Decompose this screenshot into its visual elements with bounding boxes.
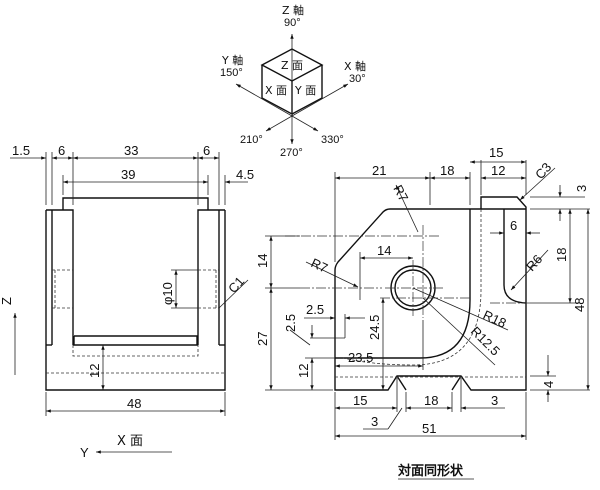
hidden-r18	[342, 209, 482, 366]
dim-14-horizontal: 14	[377, 243, 391, 258]
right-wall	[197, 209, 225, 345]
dim-3-bottom: 3	[491, 393, 498, 408]
dim-6-right: 6	[203, 143, 210, 158]
x-axis-arrow	[291, 83, 349, 117]
dim-phi10: φ10	[160, 282, 175, 305]
dim-r18: R18	[481, 307, 509, 331]
dim-12-top: 12	[491, 163, 505, 178]
dim-15-top: 15	[489, 145, 503, 160]
y-axis-label: Y 軸	[221, 53, 243, 67]
dim-27: 27	[255, 332, 270, 346]
view-face-label: X 面	[117, 434, 143, 449]
hidden-hole-left	[52, 269, 73, 309]
dim-1-5: 1.5	[12, 143, 30, 158]
left-body-outline	[45, 210, 226, 391]
dim-6-left: 6	[58, 143, 65, 158]
hidden-hole-right	[198, 269, 219, 309]
dim-24-5: 24.5	[367, 315, 382, 340]
right-view: 21 18 12 15 C3 3 R7 6 R6 18 48 4	[255, 145, 590, 480]
x-axis-label: X 軸	[344, 59, 366, 73]
dim-c1: C1	[225, 274, 247, 296]
dim-23-5: 23.5	[348, 350, 373, 365]
angle-210-arrow	[265, 115, 293, 132]
inner-floor	[73, 335, 198, 345]
dim-r7-top: R7	[390, 182, 411, 204]
angle-270-label: 270°	[280, 147, 303, 159]
dim-3: 3	[574, 185, 589, 192]
z-angle-label: 90°	[284, 17, 301, 29]
dim-6: 6	[510, 218, 517, 233]
y-angle-label: 150°	[220, 67, 243, 79]
dim-33: 33	[124, 143, 138, 158]
dim-4: 4	[541, 381, 556, 388]
pocket-outline	[335, 209, 471, 359]
slot-r6	[503, 209, 527, 304]
dim-48: 48	[127, 396, 141, 411]
left-wall	[46, 209, 74, 345]
dim-c3: C3	[532, 160, 554, 182]
z-axis-label: Z 軸	[282, 3, 304, 17]
cube-right-face	[291, 65, 323, 115]
dim-48-vertical: 48	[572, 298, 587, 312]
dim-r12-5: R12.5	[468, 324, 503, 359]
face-z-label: Z 面	[281, 59, 303, 72]
dim-4-5: 4.5	[236, 167, 254, 182]
dim-r7-left: R7	[309, 255, 330, 276]
x-angle-label: 30°	[349, 73, 366, 85]
dim-21: 21	[372, 163, 386, 178]
dim-39: 39	[121, 167, 135, 182]
z-direction-label: Z	[0, 297, 14, 305]
dim-2-5-horizontal: 2.5	[306, 302, 324, 317]
view-caption: 対面同形状	[397, 463, 464, 479]
dim-14-vertical: 14	[255, 254, 270, 268]
angle-330-label: 330°	[321, 134, 344, 146]
dim-18-bottom: 18	[424, 393, 438, 408]
hidden-floor	[72, 345, 199, 357]
dim-2-5-vertical: 2.5	[283, 314, 298, 332]
dim-18-vertical: 18	[554, 248, 569, 262]
dim-12: 12	[87, 364, 102, 378]
dim-15-bottom: 15	[353, 393, 367, 408]
dim-3-slant: 3	[371, 414, 378, 429]
axis-legend: Z 軸 90° X 軸 30° Y 軸 150° 210° 270° 330° …	[220, 3, 366, 159]
y-direction-label: Y	[80, 445, 89, 460]
right-body-outline	[334, 196, 527, 391]
top-lip	[62, 197, 209, 210]
angle-210-label: 210°	[240, 134, 263, 146]
y-axis-arrow	[235, 83, 293, 117]
face-y-label: Y 面	[294, 84, 316, 97]
left-view: 1.5 6 33 6 39 4.5 φ10 C1 12 48 Z Y X 面	[0, 143, 254, 460]
face-x-label: X 面	[265, 84, 287, 97]
angle-330-arrow	[291, 115, 319, 132]
dim-12-vertical: 12	[296, 364, 311, 378]
dim-51: 51	[422, 421, 436, 436]
dim-18-top: 18	[440, 163, 454, 178]
